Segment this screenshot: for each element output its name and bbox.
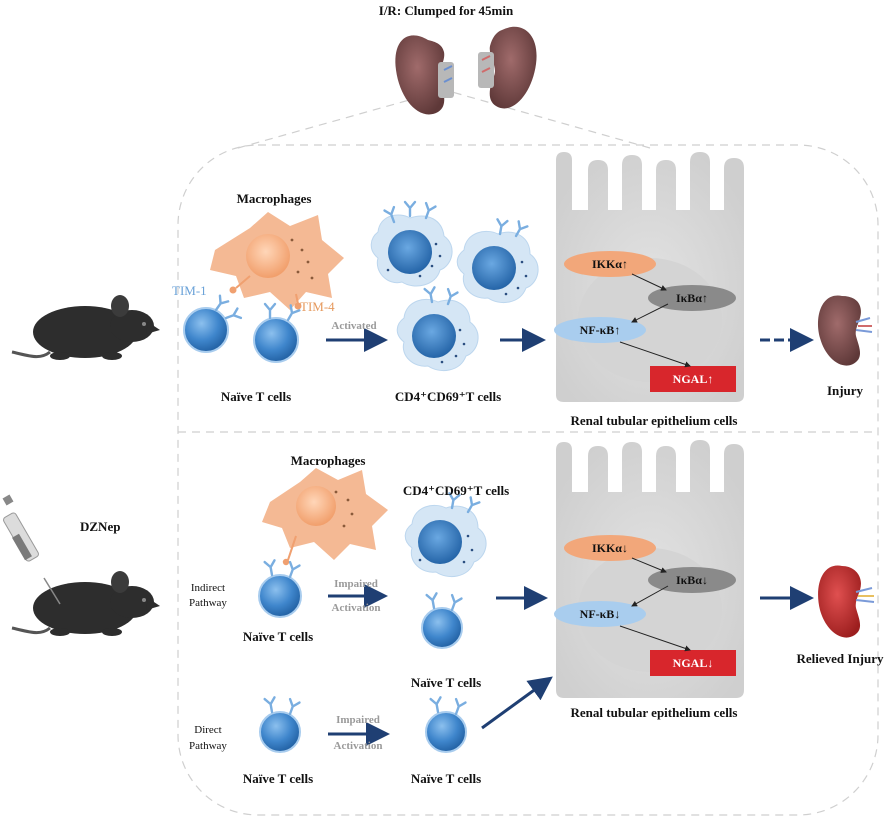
activated-t-cells-top (370, 200, 539, 372)
naive-mid-label: Naïve T cells (410, 675, 482, 690)
macrophage-bottom (262, 468, 388, 566)
naive-t-cell-direct (259, 696, 301, 753)
activated-label: Activated (331, 320, 377, 332)
pathway-top (554, 251, 736, 392)
kidney-relieved-icon (818, 565, 875, 638)
nfkb-node-top: NF-κB↑ (579, 322, 621, 337)
naive-indirect-label: Naïve T cells (242, 629, 314, 644)
naive-direct-out-label: Naïve T cells (410, 771, 482, 786)
indirect-label-1: Indirect (190, 582, 226, 594)
activation-label-1: Activation (331, 602, 381, 614)
clamped-kidneys (395, 26, 537, 115)
page-title: I/R: Clumped for 45min (378, 3, 514, 18)
direct-label-1: Direct (194, 724, 222, 736)
impaired-label-2: Impaired (336, 714, 380, 726)
macrophages-label-bottom: Macrophages (290, 453, 366, 468)
kidney-injury-icon (818, 295, 873, 366)
dznep-label: DZNep (80, 519, 121, 534)
naive-t-cells-label-top: Naïve T cells (220, 389, 292, 404)
naive-direct-label: Naïve T cells (242, 771, 314, 786)
activated-t-cell-bottom (404, 492, 487, 649)
mouse-top-icon (11, 295, 160, 360)
ikka-node-bottom: IKKα↓ (591, 540, 629, 555)
direct-label-2: Pathway (189, 740, 227, 752)
ikba-node-bottom: IκBα↓ (675, 572, 709, 587)
tim4-label: TIM-4 (300, 299, 335, 314)
ngal-node-bottom: NGAL↓ (672, 655, 714, 670)
naive-t-cell-direct-out (425, 696, 467, 753)
relieved-injury-label: Relieved Injury (796, 651, 884, 666)
macrophage-top (210, 212, 344, 310)
ikba-node-top: IκBα↑ (675, 290, 709, 305)
renal-cell-top (556, 152, 744, 402)
renal-label-bottom: Renal tubular epithelium cells (570, 705, 738, 720)
cd4-cd69-label-top: CD4⁺CD69⁺T cells (394, 389, 502, 404)
activation-label-2: Activation (333, 740, 383, 752)
impaired-label-1: Impaired (334, 578, 378, 590)
nfkb-node-bottom: NF-κB↓ (579, 606, 621, 621)
naive-t-cells-top (183, 294, 301, 363)
injury-label: Injury (826, 383, 864, 398)
naive-t-cell-indirect (258, 559, 302, 618)
pathway-bottom (554, 535, 736, 676)
macrophages-label-top: Macrophages (236, 191, 312, 206)
ikka-node-top: IKKα↑ (591, 256, 629, 271)
direct-to-renal-arrow (481, 676, 553, 730)
mouse-bottom-icon (11, 571, 160, 636)
tim1-label: TIM-1 (172, 283, 207, 298)
syringe-icon (2, 494, 61, 605)
cd4-cd69-label-bottom: CD4⁺CD69⁺T cells (402, 483, 510, 498)
renal-label-top: Renal tubular epithelium cells (570, 413, 738, 428)
ngal-node-top: NGAL↑ (672, 371, 714, 386)
indirect-label-2: Pathway (189, 597, 227, 609)
